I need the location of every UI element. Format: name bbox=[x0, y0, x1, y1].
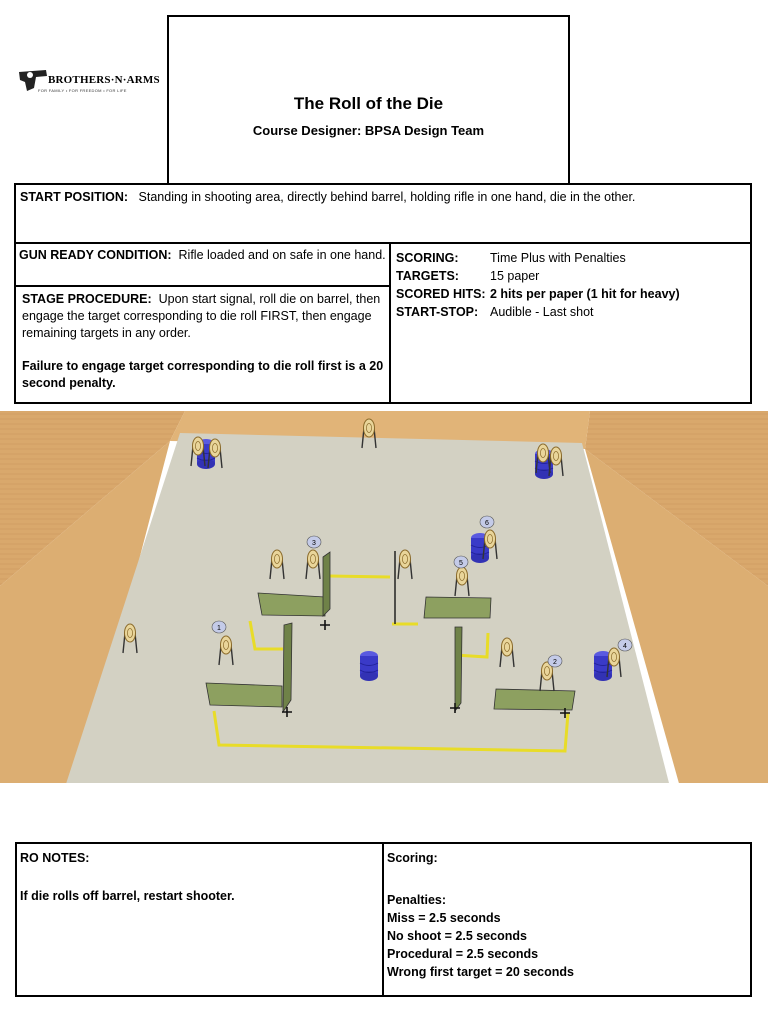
targets-value: 15 paper bbox=[490, 269, 540, 283]
scoring-notes-label: Scoring: bbox=[387, 851, 438, 865]
fault-lines bbox=[212, 574, 570, 753]
target-number-2: 2 bbox=[553, 659, 557, 666]
target-number-6: 6 bbox=[485, 520, 489, 527]
stage-procedure-label: STAGE PROCEDURE: bbox=[22, 292, 152, 306]
start-stop-row: START-STOP: Audible - Last shot bbox=[396, 303, 745, 321]
penalty-item: Miss = 2.5 seconds bbox=[387, 911, 501, 925]
start-position-box: START POSITION: Standing in shooting are… bbox=[14, 183, 752, 244]
penalty-item: Procedural = 2.5 seconds bbox=[387, 947, 539, 961]
start-stop-value: Audible - Last shot bbox=[490, 305, 594, 319]
penalties-box: Scoring: Penalties: Miss = 2.5 seconds N… bbox=[382, 842, 752, 997]
shooting-position-markers bbox=[282, 620, 570, 718]
start-stop-label: START-STOP: bbox=[396, 305, 479, 319]
ro-notes-box: RO NOTES: If die rolls off barrel, resta… bbox=[15, 842, 385, 997]
scoring-value: Time Plus with Penalties bbox=[490, 251, 626, 265]
title-box: The Roll of the Die Course Designer: BPS… bbox=[167, 15, 570, 186]
penalty-item: No shoot = 2.5 seconds bbox=[387, 929, 527, 943]
stage-diagram: 1 2 3 4 5 6 bbox=[0, 411, 768, 787]
penalties-heading: Penalties: bbox=[387, 893, 447, 907]
right-berm bbox=[585, 411, 768, 586]
target-number-4: 4 bbox=[623, 643, 627, 650]
start-position-label: START POSITION: bbox=[20, 190, 129, 204]
left-berm-wall bbox=[0, 441, 170, 787]
scoring-info-box: SCORING: Time Plus with Penalties TARGET… bbox=[389, 242, 752, 404]
gun-ready-box: GUN READY CONDITION: Rifle loaded and on… bbox=[14, 242, 392, 287]
die-barrel-icon bbox=[359, 650, 379, 682]
left-berm bbox=[0, 411, 185, 586]
barricade-walls bbox=[205, 551, 576, 714]
scored-hits-label: SCORED HITS: bbox=[396, 287, 486, 301]
stage-procedure-text: Upon start signal, roll die on barrel, t… bbox=[22, 292, 381, 340]
logo-tagline: FOR FAMILY • FOR FREEDOM • FOR LIFE bbox=[38, 88, 127, 93]
scored-hits-value: 2 hits per paper (1 hit for heavy) bbox=[490, 287, 680, 301]
ro-notes-text: If die rolls off barrel, restart shooter… bbox=[20, 889, 235, 903]
course-designer: Course Designer: BPSA Design Team bbox=[252, 123, 485, 138]
stage-title: The Roll of the Die bbox=[293, 94, 444, 113]
targets-label: TARGETS: bbox=[396, 269, 459, 283]
gun-ready-label: GUN READY CONDITION: bbox=[19, 248, 172, 262]
start-position-text: Standing in shooting area, directly behi… bbox=[138, 190, 636, 204]
logo-brand: BROTHERS·N·ARMS bbox=[48, 74, 160, 86]
right-berm-wall bbox=[585, 449, 768, 787]
scoring-row: SCORING: Time Plus with Penalties bbox=[396, 249, 745, 267]
brothers-n-arms-logo: BROTHERS·N·ARMS FOR FAMILY • FOR FREEDOM… bbox=[16, 64, 166, 98]
scored-hits-row: SCORED HITS: 2 hits per paper (1 hit for… bbox=[396, 285, 745, 303]
gun-ready-text: Rifle loaded and on safe in one hand. bbox=[178, 248, 386, 262]
target-number-5: 5 bbox=[459, 560, 463, 567]
ro-notes-label: RO NOTES: bbox=[20, 851, 90, 865]
targets-row: TARGETS: 15 paper bbox=[396, 267, 745, 285]
penalty-item: Wrong first target = 20 seconds bbox=[387, 965, 574, 979]
target-number-1: 1 bbox=[217, 625, 221, 632]
target-number-3: 3 bbox=[312, 540, 316, 547]
stage-procedure-box: STAGE PROCEDURE: Upon start signal, roll… bbox=[14, 285, 392, 404]
pistol-icon bbox=[19, 70, 47, 91]
failure-penalty-text: Failure to engage target corresponding t… bbox=[22, 359, 384, 390]
scoring-label: SCORING: bbox=[396, 251, 459, 265]
